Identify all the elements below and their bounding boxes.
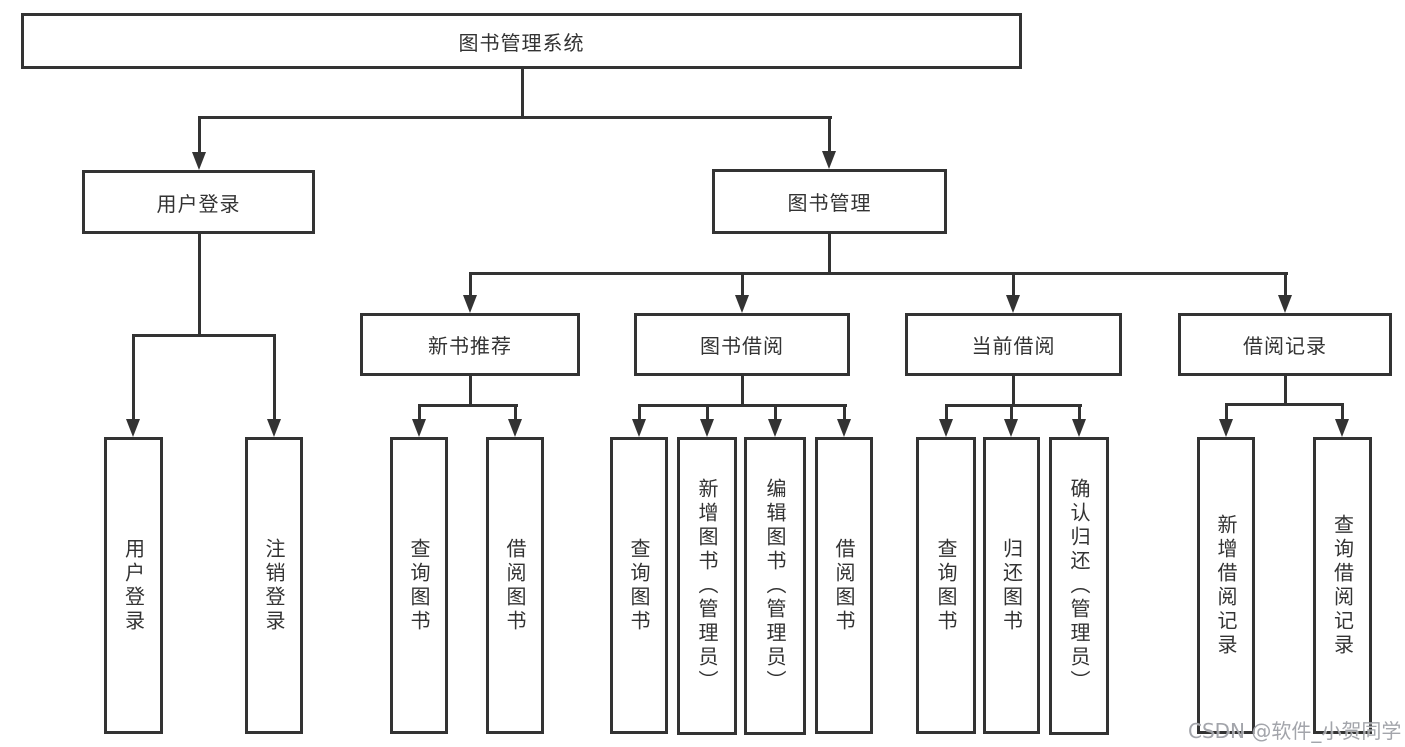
node-borrowing-records: 借阅记录 (1178, 313, 1392, 376)
leaf-add-borrow-record: 新增借阅记录 (1197, 437, 1255, 734)
connector-line (945, 404, 1082, 407)
leaf-query-books-recommend: 查询图书 (390, 437, 448, 734)
node-book-borrowing: 图书借阅 (634, 313, 850, 376)
connector-line (1012, 272, 1015, 298)
arrow-down-icon (508, 419, 522, 437)
connector-line (945, 404, 948, 422)
connector-line (469, 376, 472, 406)
arrow-down-icon (126, 419, 140, 437)
leaf-query-borrow-record: 查询借阅记录 (1313, 437, 1372, 734)
arrow-down-icon (412, 419, 426, 437)
leaf-return-books: 归还图书 (983, 437, 1040, 734)
arrow-down-icon (735, 295, 749, 313)
arrow-down-icon (700, 419, 714, 437)
connector-line (198, 234, 201, 335)
arrow-down-icon (822, 151, 836, 169)
connector-line (132, 334, 135, 422)
connector-line (418, 404, 518, 407)
connector-line (521, 69, 524, 117)
arrow-down-icon (1219, 419, 1233, 437)
connector-line (828, 234, 831, 274)
arrow-down-icon (837, 419, 851, 437)
arrow-down-icon (1335, 419, 1349, 437)
connector-line (843, 404, 846, 422)
connector-line (469, 272, 1288, 275)
leaf-borrow-books: 借阅图书 (815, 437, 873, 734)
leaf-confirm-return-admin: 确认归还（管理员） (1049, 437, 1109, 735)
connector-line (828, 116, 831, 153)
arrow-down-icon (1004, 419, 1018, 437)
node-book-management: 图书管理 (712, 169, 947, 234)
connector-line (774, 404, 777, 422)
leaf-query-books-current: 查询图书 (916, 437, 976, 734)
connector-line (514, 404, 517, 422)
arrow-down-icon (1278, 295, 1292, 313)
node-user-login: 用户登录 (82, 170, 315, 234)
connector-line (1284, 272, 1287, 298)
node-library-system: 图书管理系统 (21, 13, 1022, 69)
node-new-book-recommend: 新书推荐 (360, 313, 580, 376)
connector-line (741, 376, 744, 406)
connector-line (1284, 376, 1287, 406)
connector-line (1225, 403, 1344, 406)
connector-line (198, 116, 832, 119)
connector-line (1012, 376, 1015, 406)
arrow-down-icon (192, 152, 206, 170)
connector-line (273, 334, 276, 422)
leaf-query-books-borrow: 查询图书 (610, 437, 668, 734)
connector-line (1078, 404, 1081, 422)
arrow-down-icon (768, 419, 782, 437)
arrow-down-icon (463, 295, 477, 313)
arrow-down-icon (267, 419, 281, 437)
connector-line (638, 404, 847, 407)
connector-line (1341, 403, 1344, 422)
connector-line (1225, 403, 1228, 422)
connector-line (638, 404, 641, 422)
connector-line (198, 116, 201, 154)
watermark: CSDN @软件_小贺同学 (1188, 719, 1402, 743)
leaf-logout: 注销登录 (245, 437, 303, 734)
leaf-add-books-admin: 新增图书（管理员） (677, 437, 737, 735)
leaf-user-login: 用户登录 (104, 437, 163, 734)
leaf-edit-books-admin: 编辑图书（管理员） (744, 437, 806, 735)
connector-line (1010, 404, 1013, 422)
arrow-down-icon (632, 419, 646, 437)
connector-line (706, 404, 709, 422)
arrow-down-icon (939, 419, 953, 437)
connector-line (741, 272, 744, 298)
arrow-down-icon (1006, 295, 1020, 313)
connector-line (418, 404, 421, 422)
arrow-down-icon (1072, 419, 1086, 437)
connector-line (469, 272, 472, 298)
leaf-borrow-books-recommend: 借阅图书 (486, 437, 544, 734)
connector-line (132, 334, 276, 337)
node-current-borrowing: 当前借阅 (905, 313, 1122, 376)
